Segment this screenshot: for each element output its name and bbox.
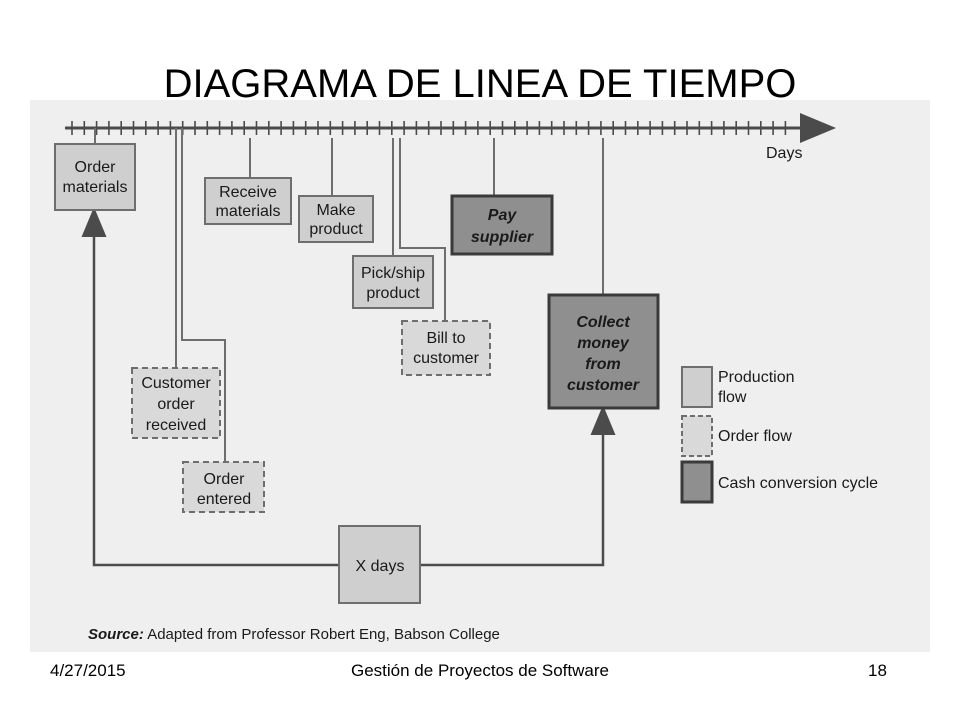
legend-cash: Cash conversion cycle: [680, 460, 878, 504]
timeline-axis: Days: [65, 113, 836, 162]
legend-production-line2: flow: [718, 389, 747, 406]
step-pay-line2: supplier: [471, 229, 534, 246]
step-collect-line2: money: [577, 335, 630, 352]
step-pay-line1: Pay: [488, 207, 518, 224]
x-days-left-arrow: [81, 207, 338, 567]
step-order-entered-line1: Order: [204, 471, 246, 488]
step-receive-materials: Receive materials: [204, 177, 292, 225]
step-pick-ship-product: Pick/ship product: [352, 255, 434, 309]
step-collect-money: Collect money from customer: [547, 293, 660, 410]
step-order-materials-line2: materials: [63, 179, 128, 196]
step-order-materials: Order materials: [54, 143, 136, 211]
step-pay-supplier: Pay supplier: [450, 194, 554, 256]
source-text: Adapted from Professor Robert Eng, Babso…: [144, 626, 500, 643]
footer-course: Gestión de Proyectos de Software: [351, 661, 609, 680]
connector-lines: [94, 128, 604, 462]
source-note: Source: Adapted from Professor Robert En…: [88, 626, 500, 643]
legend-cash-label: Cash conversion cycle: [718, 475, 878, 492]
footer-page-number: 18: [868, 661, 887, 680]
step-customer-order-line3: received: [146, 417, 206, 434]
step-make-product-line2: product: [309, 221, 363, 238]
x-days-flow: [81, 207, 616, 567]
footer-date: 4/27/2015: [50, 661, 126, 680]
x-days-right-arrow: [420, 405, 616, 567]
step-customer-order-received: Customer order received: [131, 367, 221, 439]
legend-order: Order flow: [681, 415, 792, 457]
step-order-materials-line1: Order: [75, 159, 117, 176]
step-make-product-line1: Make: [316, 202, 355, 219]
step-pick-ship-line1: Pick/ship: [361, 265, 425, 282]
step-bill-line1: Bill to: [426, 330, 465, 347]
step-collect-line1: Collect: [576, 314, 630, 331]
step-order-entered-line2: entered: [197, 491, 251, 508]
step-bill-to-customer: Bill to customer: [401, 320, 491, 376]
source-prefix: Source:: [88, 626, 144, 643]
legend-production-line1: Production: [718, 369, 795, 386]
step-order-entered: Order entered: [182, 461, 265, 513]
legend-production: Production flow: [681, 366, 795, 408]
step-x-days-label: X days: [356, 558, 405, 575]
step-bill-line2: customer: [413, 350, 479, 367]
step-receive-materials-line1: Receive: [219, 184, 277, 201]
step-customer-order-line2: order: [157, 396, 195, 413]
step-collect-line3: from: [585, 356, 621, 373]
step-pick-ship-line2: product: [366, 285, 420, 302]
step-make-product: Make product: [298, 195, 374, 243]
axis-label-days: Days: [766, 145, 802, 162]
timeline-ticks: [71, 121, 787, 135]
step-receive-materials-line2: materials: [216, 203, 281, 220]
legend: Production flow Order flow Cash conversi…: [680, 366, 878, 504]
connector-bill-to-customer: [399, 138, 446, 320]
connector-order-entered: [181, 128, 226, 462]
slide-title: DIAGRAMA DE LINEA DE TIEMPO: [163, 62, 797, 106]
step-collect-line4: customer: [567, 377, 640, 394]
step-x-days: X days: [338, 525, 421, 604]
step-customer-order-line1: Customer: [141, 375, 211, 392]
legend-order-label: Order flow: [718, 428, 792, 445]
